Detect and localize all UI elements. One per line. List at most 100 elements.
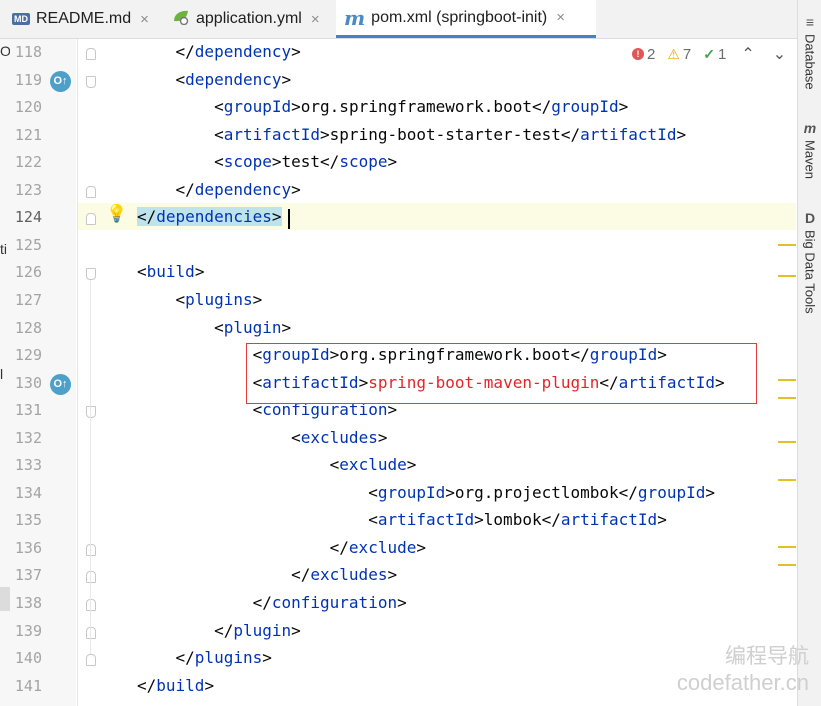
- database-icon: ≡: [805, 14, 815, 30]
- line-number[interactable]: 141: [14, 676, 42, 695]
- code-line[interactable]: <groupId>org.springframework.boot</group…: [137, 97, 628, 117]
- code-line[interactable]: <groupId>org.projectlombok</groupId>: [137, 483, 715, 503]
- indent: [137, 648, 176, 667]
- xml-text: >: [281, 69, 292, 89]
- fold-start-icon[interactable]: [86, 268, 96, 281]
- fold-end-icon[interactable]: [86, 48, 96, 60]
- code-line[interactable]: <artifactId>lombok</artifactId>: [137, 510, 667, 530]
- xml-tag-name: dependency: [185, 69, 282, 89]
- tab-label: README.md: [36, 10, 132, 27]
- close-icon[interactable]: ×: [556, 9, 565, 26]
- line-number[interactable]: 121: [14, 125, 42, 144]
- line-number[interactable]: 123: [14, 180, 42, 199]
- xml-text: <: [368, 482, 378, 502]
- line-number[interactable]: 135: [14, 511, 42, 530]
- code-line[interactable]: </configuration>: [137, 593, 407, 613]
- next-highlight-icon[interactable]: ⌄: [772, 46, 787, 63]
- code-line[interactable]: <scope>test</scope>: [137, 152, 397, 172]
- maven-tool-button[interactable]: m Maven: [798, 120, 821, 179]
- code-line[interactable]: </plugin>: [137, 621, 301, 641]
- tool-label: Maven: [802, 140, 818, 180]
- warning-count[interactable]: ⚠ 7: [667, 45, 692, 63]
- fold-start-icon[interactable]: [86, 75, 96, 88]
- line-number[interactable]: 139: [14, 621, 42, 640]
- warning-stripe-mark[interactable]: [778, 397, 796, 399]
- intention-bulb-icon[interactable]: 💡: [106, 204, 128, 224]
- fold-end-icon[interactable]: [86, 599, 96, 611]
- close-icon[interactable]: ×: [140, 10, 149, 28]
- xml-tag-name-matched: dependencies: [156, 207, 272, 227]
- tab-application-yml[interactable]: application.yml ×: [172, 0, 332, 38]
- xml-text: </: [329, 537, 349, 557]
- line-number[interactable]: 137: [14, 566, 42, 585]
- scroll-thumb[interactable]: [0, 587, 10, 611]
- line-number[interactable]: 136: [14, 538, 42, 557]
- code-line[interactable]: </excludes>: [137, 565, 397, 585]
- warning-stripe-mark[interactable]: [778, 441, 796, 443]
- code-line[interactable]: <artifactId>spring-boot-maven-plugin</ar…: [137, 373, 725, 393]
- fold-end-icon[interactable]: [86, 626, 96, 639]
- line-number[interactable]: 134: [14, 483, 42, 502]
- database-tool-button[interactable]: ≡ Database: [798, 14, 821, 90]
- code-line[interactable]: <dependency>: [137, 69, 292, 90]
- line-number[interactable]: 131: [14, 401, 42, 420]
- fold-end-icon[interactable]: [86, 571, 96, 584]
- warning-stripe-mark[interactable]: [778, 546, 796, 548]
- fold-end-icon[interactable]: [86, 213, 96, 226]
- code-line[interactable]: <excludes>: [137, 428, 387, 448]
- code-line[interactable]: </dependency>: [137, 42, 301, 62]
- fold-end-icon[interactable]: [86, 543, 96, 556]
- warning-stripe-mark[interactable]: [778, 244, 796, 246]
- code-line[interactable]: <groupId>org.springframework.boot</group…: [137, 345, 667, 365]
- code-line[interactable]: <artifactId>spring-boot-starter-test</ar…: [137, 125, 686, 145]
- fold-end-icon[interactable]: [86, 654, 96, 667]
- override-icon[interactable]: O↑: [50, 373, 71, 395]
- line-number[interactable]: 126: [14, 263, 42, 282]
- line-number[interactable]: 120: [14, 98, 42, 117]
- code-line[interactable]: <build>: [137, 262, 204, 282]
- xml-text: >: [377, 427, 388, 447]
- code-line[interactable]: </plugins>: [137, 648, 272, 668]
- line-number[interactable]: 140: [14, 649, 42, 668]
- warning-stripe-mark[interactable]: [778, 479, 796, 481]
- fold-start-icon[interactable]: [86, 406, 96, 419]
- warning-stripe-mark[interactable]: [778, 275, 796, 277]
- line-number[interactable]: 130: [14, 373, 42, 392]
- previous-highlight-icon[interactable]: ⌃: [741, 46, 755, 63]
- line-number[interactable]: 124: [14, 208, 42, 227]
- line-number[interactable]: 119: [14, 70, 42, 89]
- code-line[interactable]: <configuration>: [137, 400, 398, 420]
- error-stripe[interactable]: [778, 39, 796, 706]
- code-line[interactable]: <plugins>: [137, 290, 263, 310]
- close-icon[interactable]: ×: [310, 10, 320, 28]
- line-number[interactable]: 138: [14, 594, 42, 612]
- code-line[interactable]: </build>: [137, 676, 214, 696]
- line-number[interactable]: 129: [14, 346, 42, 365]
- warning-stripe-mark[interactable]: [778, 564, 796, 566]
- line-number[interactable]: 127: [14, 290, 42, 309]
- watermark-title: 编程导航: [725, 645, 809, 668]
- weak-warning-count[interactable]: ✓ 1: [703, 45, 727, 63]
- code-line[interactable]: <plugin>: [137, 318, 291, 338]
- tab-readme[interactable]: MD README.md ×: [12, 0, 162, 38]
- code-line[interactable]: </exclude>: [137, 538, 426, 558]
- fold-end-icon[interactable]: [86, 185, 96, 198]
- line-number[interactable]: 132: [14, 428, 42, 447]
- code-line[interactable]: <exclude>: [137, 455, 417, 475]
- override-icon[interactable]: O↑: [50, 70, 71, 92]
- tab-pom-xml[interactable]: m pom.xml (springboot-init) ×: [336, 0, 596, 38]
- line-number[interactable]: 118: [14, 43, 42, 61]
- warning-stripe-mark[interactable]: [778, 379, 796, 381]
- line-number[interactable]: 133: [14, 456, 42, 475]
- big-data-tools-button[interactable]: D Big Data Tools: [798, 210, 821, 314]
- line-number[interactable]: 125: [14, 235, 42, 254]
- line-number[interactable]: 128: [14, 318, 42, 337]
- error-count[interactable]: ! 2: [632, 46, 655, 63]
- inspection-widget[interactable]: ! 2 ⚠ 7 ✓ 1 ⌃ ⌄: [632, 44, 789, 64]
- cutoff-text: ti: [0, 241, 7, 257]
- maven-icon: m: [803, 120, 817, 136]
- line-number[interactable]: 122: [14, 153, 42, 172]
- xml-tag-name: groupId: [589, 345, 658, 365]
- code-line[interactable]: </dependencies>: [137, 207, 282, 227]
- code-line[interactable]: </dependency>: [137, 180, 301, 200]
